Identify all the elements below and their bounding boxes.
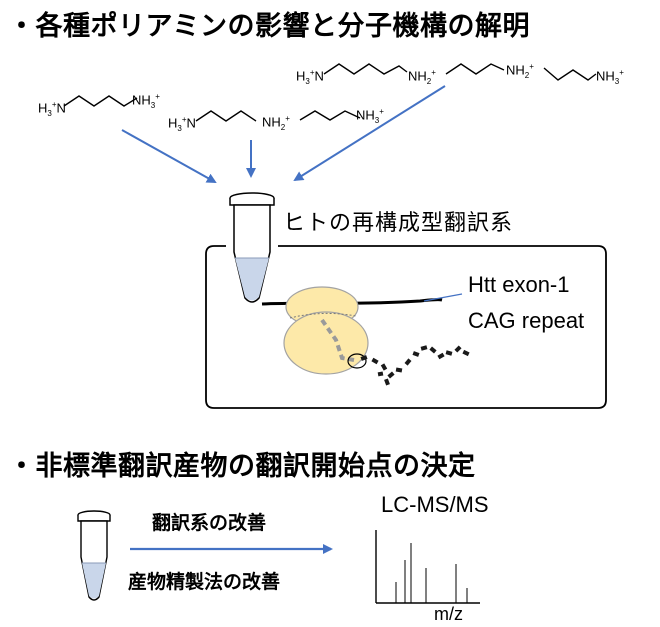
spermine-chain-2 (445, 63, 505, 75)
spermine-mid-amine-2: NH2+ (506, 62, 534, 80)
spermidine-chain-1 (195, 110, 257, 122)
tube-small-icon (77, 510, 111, 601)
arrow-putrescine (121, 129, 217, 183)
spermine-left-amine: H3+N (296, 68, 324, 86)
improve-system-label: 翻訳系の改善 (152, 512, 267, 534)
ribosome-icon (283, 286, 369, 375)
peptide-chain (360, 345, 470, 386)
mass-spectrum (375, 530, 480, 604)
spermidine-mid-amine: NH2+ (262, 114, 290, 132)
htt-pointer-line (423, 293, 463, 302)
translation-system-label: ヒトの再構成型翻訳系 (283, 211, 514, 236)
section-heading-start-site: ・非標準翻訳産物の翻訳開始点の決定 (8, 451, 476, 482)
section-heading-polyamine: ・各種ポリアミンの影響と分子機構の解明 (8, 11, 530, 42)
putrescine-right-amine: NH3+ (132, 92, 160, 110)
spermine-right-amine: NH3+ (596, 68, 624, 86)
cag-repeat-label: CAG repeat (468, 308, 585, 333)
putrescine-chain (63, 95, 138, 107)
spermine-mid-amine-1: NH2+ (408, 68, 436, 86)
spermidine-right-amine: NH3+ (356, 107, 384, 125)
arrow-spermine (293, 85, 446, 182)
reaction-box (205, 245, 607, 409)
improve-purification-label: 産物精製法の改善 (128, 571, 281, 593)
spermidine-left-amine: H3+N (168, 115, 196, 133)
peptide-in-tunnel (320, 318, 355, 362)
tube-large-icon (229, 192, 275, 303)
spermine-chain-1 (323, 63, 408, 75)
putrescine-left-amine: H3+N (38, 100, 66, 118)
spermidine-chain-2 (299, 110, 361, 121)
tunnel-exit (347, 353, 367, 369)
spermine-chain-3 (543, 67, 597, 81)
mz-axis-label: m/z (434, 604, 463, 624)
htt-exon-label: Htt exon-1 (468, 272, 570, 297)
lcms-label: LC-MS/MS (381, 492, 489, 517)
